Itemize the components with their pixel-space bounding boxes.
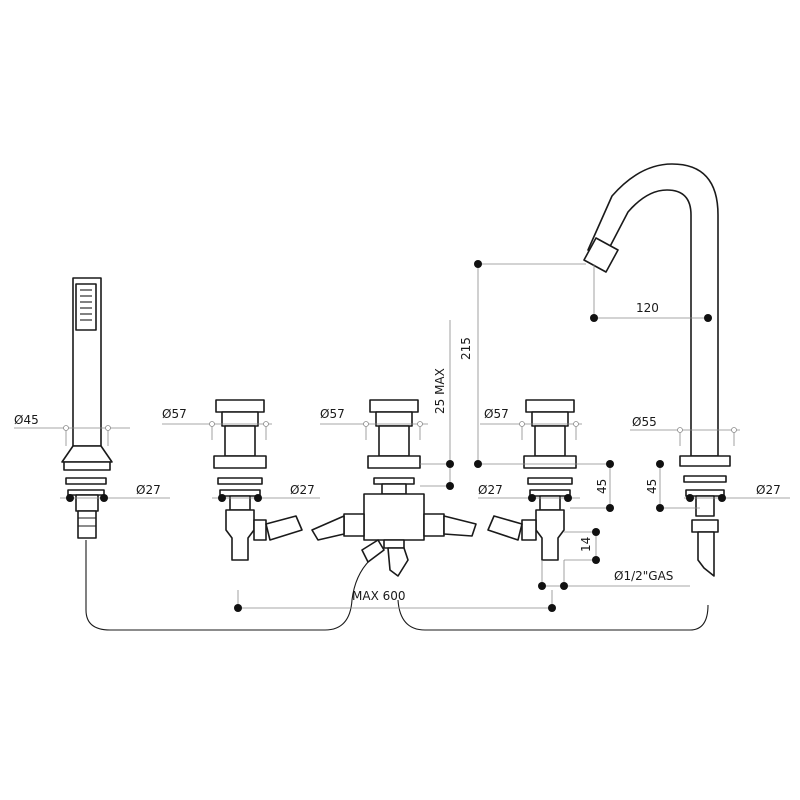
label-shank-diameter-3: Ø27 [478,483,503,497]
label-tap3-diameter: Ø57 [484,407,509,421]
label-shank-length-2: 45 [645,479,659,494]
hand-shower [61,277,113,539]
label-spout-height: 215 [459,337,473,360]
label-shank-diameter-4: Ø27 [756,483,781,497]
dimension-markers [63,260,737,612]
label-shank-diameter-2: Ø27 [290,483,315,497]
label-tap2-diameter: Ø57 [320,407,345,421]
shower-head-holes-icon [80,289,92,321]
dimension-labels: Ø45 Ø57 Ø57 Ø57 Ø55 Ø27 Ø27 Ø27 Ø27 Ø1/2… [14,301,781,603]
tap-1 [213,399,303,561]
diverter-body [311,493,477,577]
label-spout-diameter: Ø55 [632,415,657,429]
label-spout-reach: 120 [636,301,659,315]
label-max-distance: MAX 600 [352,589,406,603]
flexible-hoses [85,540,709,631]
label-deck-max: 25 MAX [433,368,447,414]
label-connector-length: 14 [579,537,593,552]
tap-2 [367,399,421,495]
label-shank-diameter-1: Ø27 [136,483,161,497]
spout [583,163,731,577]
tap-3 [487,399,577,561]
label-shank-length-1: 45 [595,479,609,494]
label-pipe-thread: Ø1/2"GAS [614,569,673,583]
label-handshower-diameter: Ø45 [14,413,39,427]
label-tap1-diameter: Ø57 [162,407,187,421]
